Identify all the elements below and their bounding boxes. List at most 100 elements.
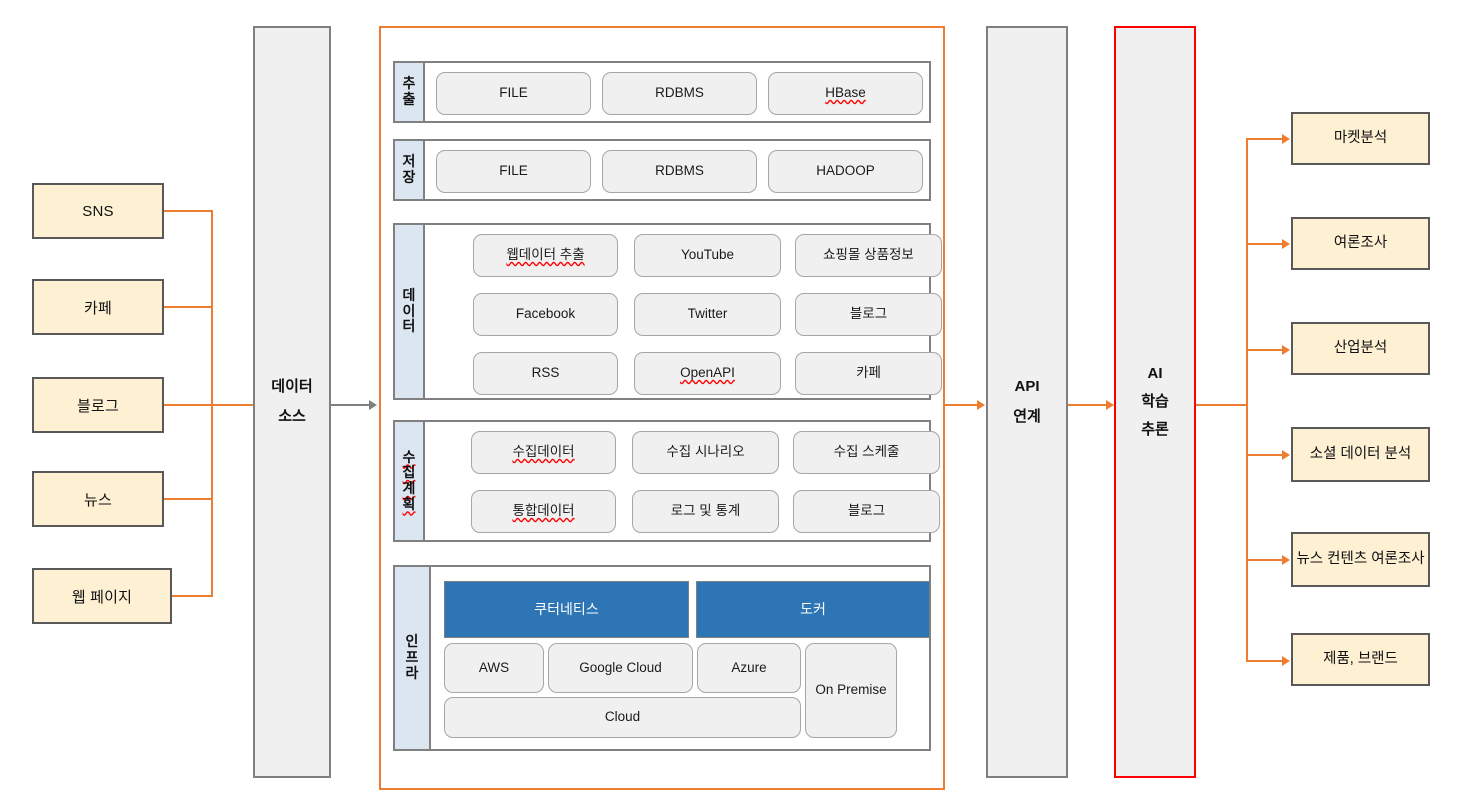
pillar-data-source[interactable]: 데이터 소스 — [253, 26, 331, 778]
output-box-social-data-analysis[interactable]: 소셜 데이터 분석 — [1291, 427, 1430, 482]
chip-plan-integrated-data[interactable]: 통합데이터 — [471, 490, 616, 533]
pillar-line-2: 연계 — [1013, 408, 1041, 425]
source-box-news[interactable]: 뉴스 — [32, 471, 164, 527]
section-label-data: 데이터 — [395, 225, 425, 398]
chip-data-shopping[interactable]: 쇼핑몰 상품정보 — [795, 234, 942, 277]
chip-infra-on-premise[interactable]: On Premise — [805, 643, 897, 738]
section-label-text: 인프라 — [405, 633, 419, 681]
output-box-public-opinion[interactable]: 여론조사 — [1291, 217, 1430, 270]
source-box-sns[interactable]: SNS — [32, 183, 164, 239]
chip-infra-kubernetes[interactable]: 쿠터네티스 — [444, 581, 689, 638]
chip-label: 블로그 — [849, 306, 888, 322]
chip-label: RDBMS — [655, 163, 704, 179]
chip-data-youtube[interactable]: YouTube — [634, 234, 781, 277]
output-box-product-brand[interactable]: 제품, 브랜드 — [1291, 633, 1430, 686]
source-label: 뉴스 — [83, 491, 112, 509]
section-body-infra: 쿠터네티스 도커 AWS Google Cloud Azure On Premi… — [431, 567, 930, 749]
source-box-cafe[interactable]: 카페 — [32, 279, 164, 335]
section-extract: 추출 FILE RDBMS HBase — [393, 61, 931, 123]
chip-extract-file[interactable]: FILE — [436, 72, 591, 115]
chip-label: 수집데이터 — [512, 444, 575, 460]
arrow-out-6 — [1282, 656, 1290, 666]
connector-out-4 — [1246, 454, 1286, 456]
source-box-webpage[interactable]: 웹 페이지 — [32, 568, 172, 624]
connector-ai-out-trunk — [1196, 404, 1248, 406]
output-label: 산업분석 — [1333, 340, 1388, 357]
section-body-data: 웹데이터 추출 YouTube 쇼핑몰 상품정보 Facebook Twitte… — [425, 225, 942, 398]
section-infra: 인프라 쿠터네티스 도커 AWS Google Cloud Azure On P… — [393, 565, 931, 751]
connector-api-to-ai — [1068, 404, 1112, 406]
chip-infra-aws[interactable]: AWS — [444, 643, 544, 693]
chip-extract-hbase[interactable]: HBase — [768, 72, 923, 115]
source-label: 웹 페이지 — [71, 588, 133, 606]
connector-sns — [164, 210, 213, 212]
chip-plan-collect-data[interactable]: 수집데이터 — [471, 431, 616, 474]
chip-store-hadoop[interactable]: HADOOP — [768, 150, 923, 193]
chip-label: 수집 스케줄 — [833, 444, 900, 460]
chip-label: RDBMS — [655, 85, 704, 101]
source-label: SNS — [82, 202, 114, 220]
section-label-infra: 인프라 — [395, 567, 431, 749]
chip-store-file[interactable]: FILE — [436, 150, 591, 193]
pillar-api-integration[interactable]: API 연계 — [986, 26, 1068, 778]
chip-data-rss[interactable]: RSS — [473, 352, 618, 395]
section-body-store: FILE RDBMS HADOOP — [425, 141, 929, 199]
connector-blog — [164, 404, 253, 406]
chip-plan-schedule[interactable]: 수집 스케줄 — [793, 431, 940, 474]
pillar-line-1: API — [1014, 378, 1040, 395]
chip-label: 카페 — [856, 365, 881, 381]
chip-label: FILE — [499, 163, 528, 179]
chip-data-openapi[interactable]: OpenAPI — [634, 352, 781, 395]
arrow-out-4 — [1282, 450, 1290, 460]
source-label: 블로그 — [76, 397, 119, 415]
chip-label: 쿠터네티스 — [534, 600, 599, 617]
arrow-out-3 — [1282, 345, 1290, 355]
chip-infra-cloud[interactable]: Cloud — [444, 697, 801, 738]
chip-infra-azure[interactable]: Azure — [697, 643, 801, 693]
chip-extract-rdbms[interactable]: RDBMS — [602, 72, 757, 115]
connector-output-bus — [1246, 138, 1248, 660]
chip-label: 쇼핑몰 상품정보 — [823, 247, 914, 263]
source-box-blog[interactable]: 블로그 — [32, 377, 164, 433]
pillar-ai-learning-inference[interactable]: AI 학습 추론 — [1114, 26, 1196, 778]
chip-store-rdbms[interactable]: RDBMS — [602, 150, 757, 193]
connector-news — [164, 498, 213, 500]
chip-data-cafe[interactable]: 카페 — [795, 352, 942, 395]
chip-label: Twitter — [687, 306, 728, 322]
chip-plan-log-stats[interactable]: 로그 및 통계 — [632, 490, 779, 533]
chip-infra-docker[interactable]: 도커 — [696, 581, 930, 638]
chip-infra-google-cloud[interactable]: Google Cloud — [548, 643, 693, 693]
section-label-text: 수집계획 — [402, 448, 416, 512]
chip-label: AWS — [478, 659, 510, 675]
chip-label: OpenAPI — [680, 365, 735, 381]
output-box-news-content-opinion[interactable]: 뉴스 컨텐츠 여론조사 — [1291, 532, 1430, 587]
output-box-industry-analysis[interactable]: 산업분석 — [1291, 322, 1430, 375]
chip-data-web-extract[interactable]: 웹데이터 추출 — [473, 234, 618, 277]
chip-plan-blog[interactable]: 블로그 — [793, 490, 940, 533]
arrow-platform-to-api — [977, 400, 985, 410]
section-label-extract: 추출 — [395, 63, 425, 121]
section-label-text: 추출 — [402, 75, 416, 107]
section-body-extract: FILE RDBMS HBase — [425, 63, 929, 121]
output-label: 뉴스 컨텐츠 여론조사 — [1296, 551, 1425, 568]
connector-out-1 — [1246, 138, 1286, 140]
chip-label: On Premise — [815, 682, 887, 698]
arrow-out-1 — [1282, 134, 1290, 144]
section-store: 저장 FILE RDBMS HADOOP — [393, 139, 931, 201]
chip-label: 통합데이터 — [512, 503, 575, 519]
chip-data-twitter[interactable]: Twitter — [634, 293, 781, 336]
chip-label: 블로그 — [847, 503, 886, 519]
output-label: 여론조사 — [1333, 235, 1388, 252]
pillar-line-1: AI — [1147, 365, 1163, 383]
connector-out-3 — [1246, 349, 1286, 351]
section-label-collection-plan: 수집계획 — [395, 422, 425, 540]
chip-data-facebook[interactable]: Facebook — [473, 293, 618, 336]
chip-label: 로그 및 통계 — [670, 503, 741, 519]
chip-label: Facebook — [515, 306, 576, 322]
output-box-market-analysis[interactable]: 마켓분석 — [1291, 112, 1430, 165]
connector-cafe — [164, 306, 213, 308]
chip-data-blog[interactable]: 블로그 — [795, 293, 942, 336]
chip-plan-scenario[interactable]: 수집 시나리오 — [632, 431, 779, 474]
pillar-line-2: 소스 — [278, 408, 306, 425]
